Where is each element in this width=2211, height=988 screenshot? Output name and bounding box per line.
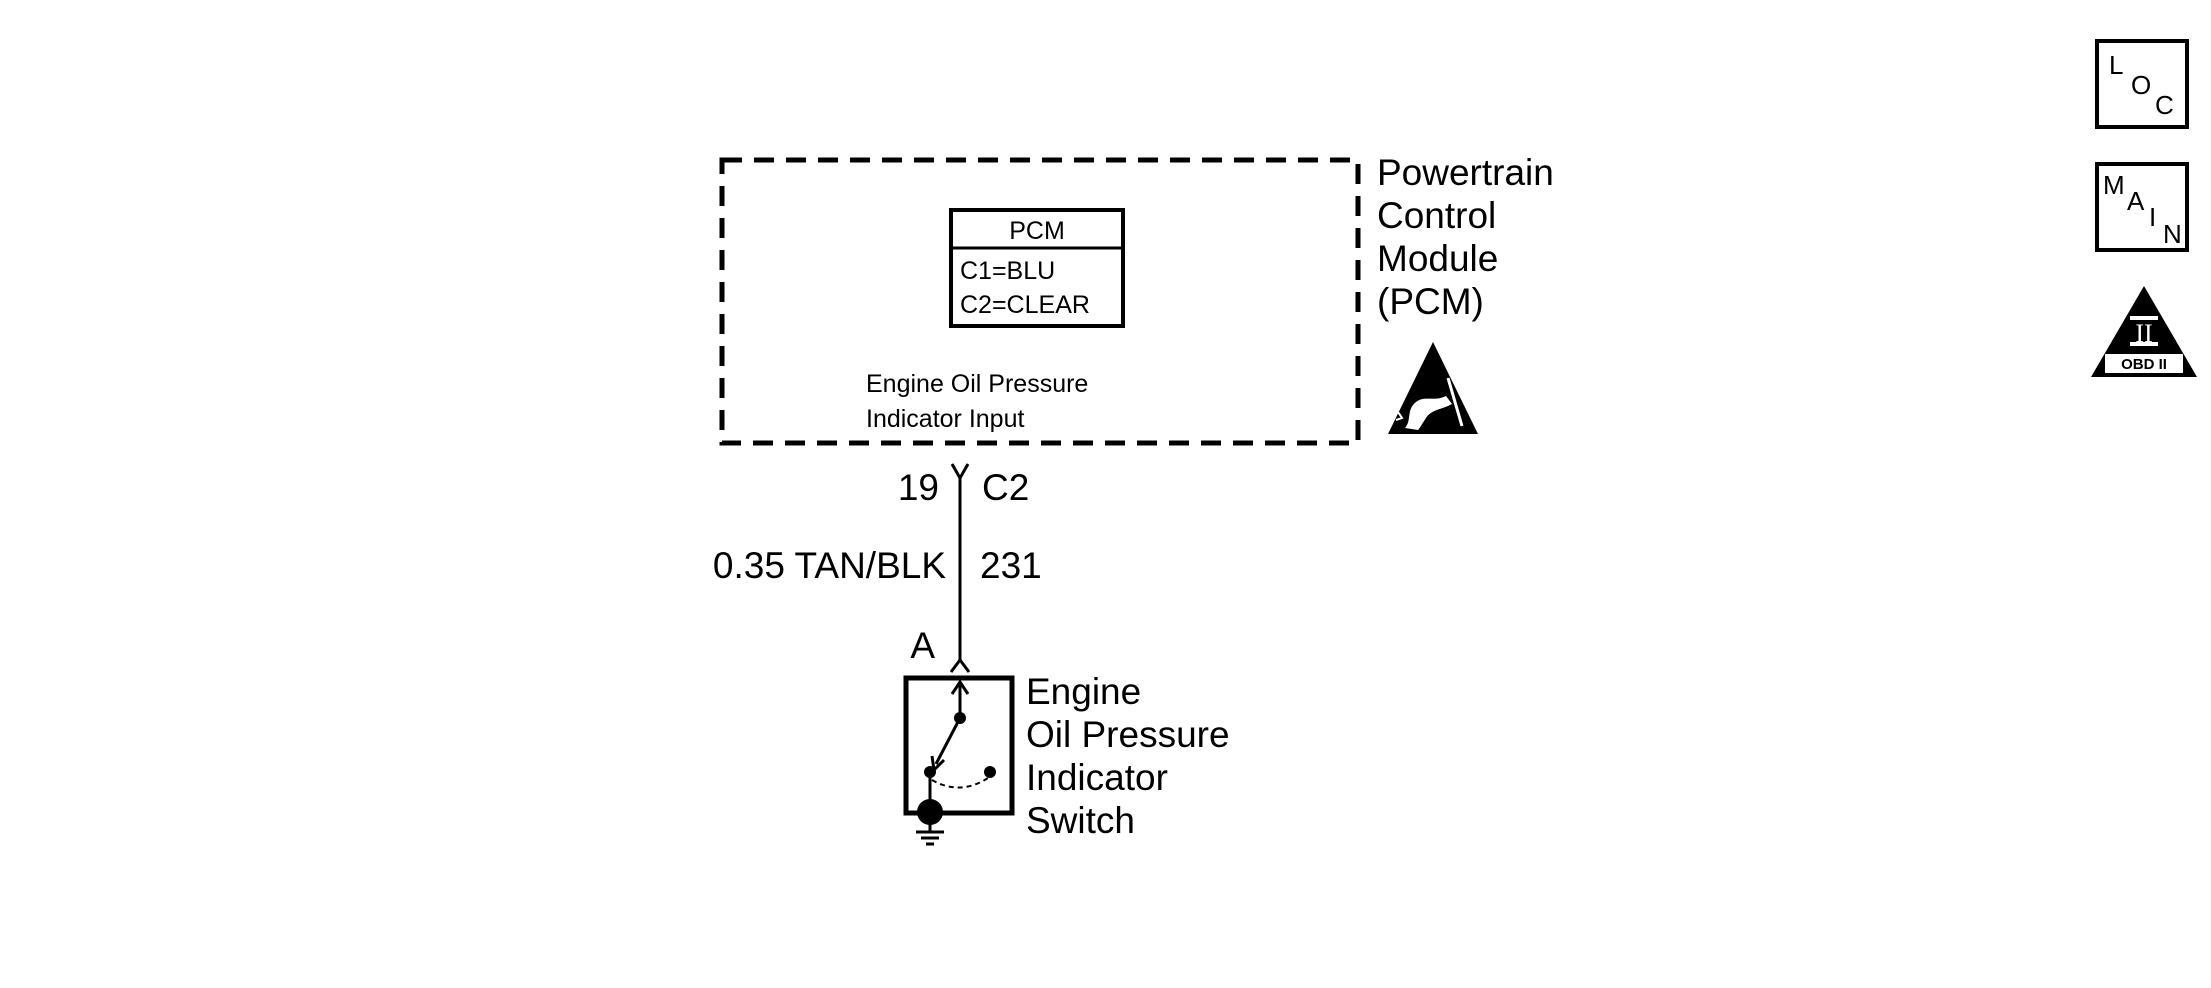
connector-pin-number: 19	[898, 467, 939, 508]
pcm-name-line-4: (PCM)	[1377, 281, 1484, 322]
switch-name-line-4: Switch	[1026, 800, 1135, 841]
ground-icon	[916, 822, 944, 846]
pcm-input-label-line-2: Indicator Input	[866, 405, 1024, 433]
loc-button[interactable]: L O C	[2095, 39, 2189, 129]
obd-ii-icon[interactable]: II OBD II	[2091, 286, 2197, 377]
obd-roman-numeral: II	[2135, 319, 2152, 348]
main-button[interactable]: M A I N	[2095, 162, 2189, 252]
pcm-name-line-3: Module	[1377, 238, 1498, 279]
switch-terminal-label: A	[910, 625, 935, 666]
pcm-table-header: PCM	[1009, 217, 1065, 245]
switch-name-line-3: Indicator	[1026, 757, 1168, 798]
pcm-table-row-2: C2=CLEAR	[960, 291, 1090, 319]
pcm-connector-symbol	[950, 463, 970, 482]
pcm-input-label-line-1: Engine Oil Pressure	[866, 370, 1088, 398]
main-letter-m: M	[2103, 170, 2125, 200]
main-letter-i: I	[2149, 202, 2156, 232]
wire-spec: 0.35 TAN/BLK	[713, 545, 946, 586]
pcm-connector-table: PCM C1=BLU C2=CLEAR	[949, 208, 1125, 328]
switch-terminal-symbol	[949, 657, 971, 673]
switch-name-line-1: Engine	[1026, 671, 1141, 712]
obd-label: OBD II	[2121, 356, 2167, 373]
switch-name-line-2: Oil Pressure	[1026, 714, 1230, 755]
connector-name: C2	[982, 467, 1029, 508]
pcm-table-row-1: C1=BLU	[960, 257, 1055, 285]
loc-letter-c: C	[2155, 90, 2174, 120]
pcm-name-line-2: Control	[1377, 195, 1496, 236]
loc-letter-l: L	[2109, 50, 2123, 80]
oil-pressure-switch-symbol	[903, 675, 1015, 825]
circuit-number: 231	[980, 545, 1042, 586]
pcm-name: Powertrain Control Module (PCM)	[1377, 152, 1564, 322]
switch-name: Engine Oil Pressure Indicator Switch	[1026, 671, 1240, 841]
main-letter-n: N	[2163, 219, 2182, 249]
loc-letter-o: O	[2131, 70, 2151, 100]
pcm-name-line-1: Powertrain	[1377, 152, 1554, 193]
pcm-input-label: Engine Oil Pressure Indicator Input	[866, 370, 1095, 433]
pcm-module-boundary	[719, 157, 1361, 446]
electrostatic-discharge-warning-icon	[1388, 342, 1478, 434]
main-letter-a: A	[2127, 186, 2145, 216]
